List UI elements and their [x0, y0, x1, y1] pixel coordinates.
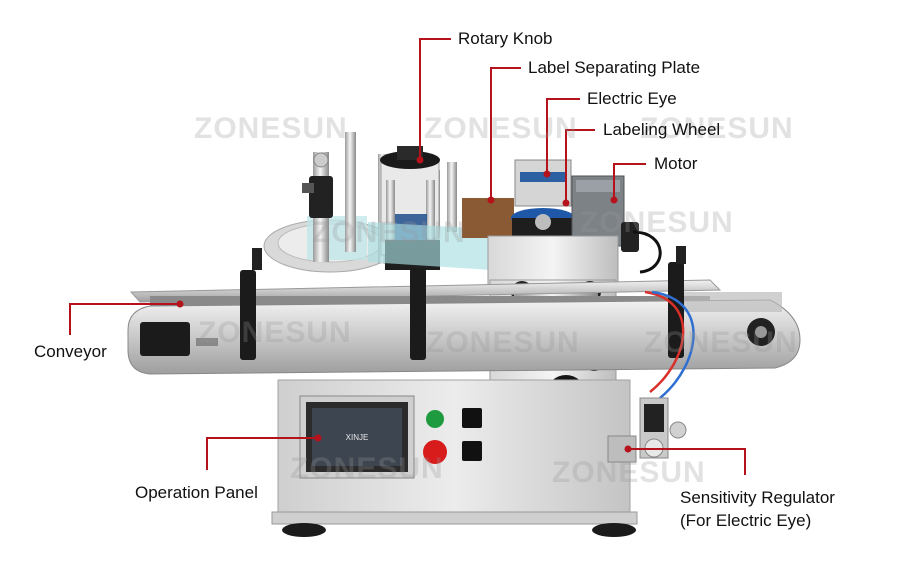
watermark: ZONESUN: [290, 452, 444, 485]
operation-panel-label: Operation Panel: [135, 483, 258, 502]
label-web: [368, 222, 492, 270]
label-separating-plate: [462, 198, 514, 238]
labeling-head: [511, 159, 575, 244]
display-brand-text: XINJE: [346, 433, 369, 442]
watermark: ZONESUN: [580, 206, 734, 239]
watermark: ZONESUN: [424, 112, 578, 145]
watermark: ZONESUN: [426, 326, 580, 359]
watermark: ZONESUN: [644, 326, 798, 359]
sensitivity-regulator-label: Sensitivity Regulator: [680, 488, 835, 507]
sensitivity-regulator: [607, 290, 695, 463]
watermark: ZONESUN: [198, 316, 352, 349]
label-separating-plate-label: Label Separating Plate: [528, 58, 701, 77]
motor-unit: [571, 175, 662, 274]
sensitivity-regulator-sublabel: (For Electric Eye): [680, 511, 812, 530]
motor-label: Motor: [654, 154, 698, 173]
rotary-knob-label: Rotary Knob: [458, 29, 553, 48]
callout-dots: [176, 156, 632, 453]
left-tension-post: [302, 152, 333, 262]
watermark: ZONESUN: [552, 456, 706, 489]
callout-lines: [69, 38, 746, 475]
labeling-wheel-label: Labeling Wheel: [603, 120, 721, 139]
electric-eye-label: Electric Eye: [587, 89, 677, 108]
watermark: ZONESUN: [194, 112, 348, 145]
watermark: ZONESUN: [312, 216, 466, 249]
watermark: ZONESUN: [640, 112, 794, 145]
conveyor-label: Conveyor: [34, 342, 107, 361]
